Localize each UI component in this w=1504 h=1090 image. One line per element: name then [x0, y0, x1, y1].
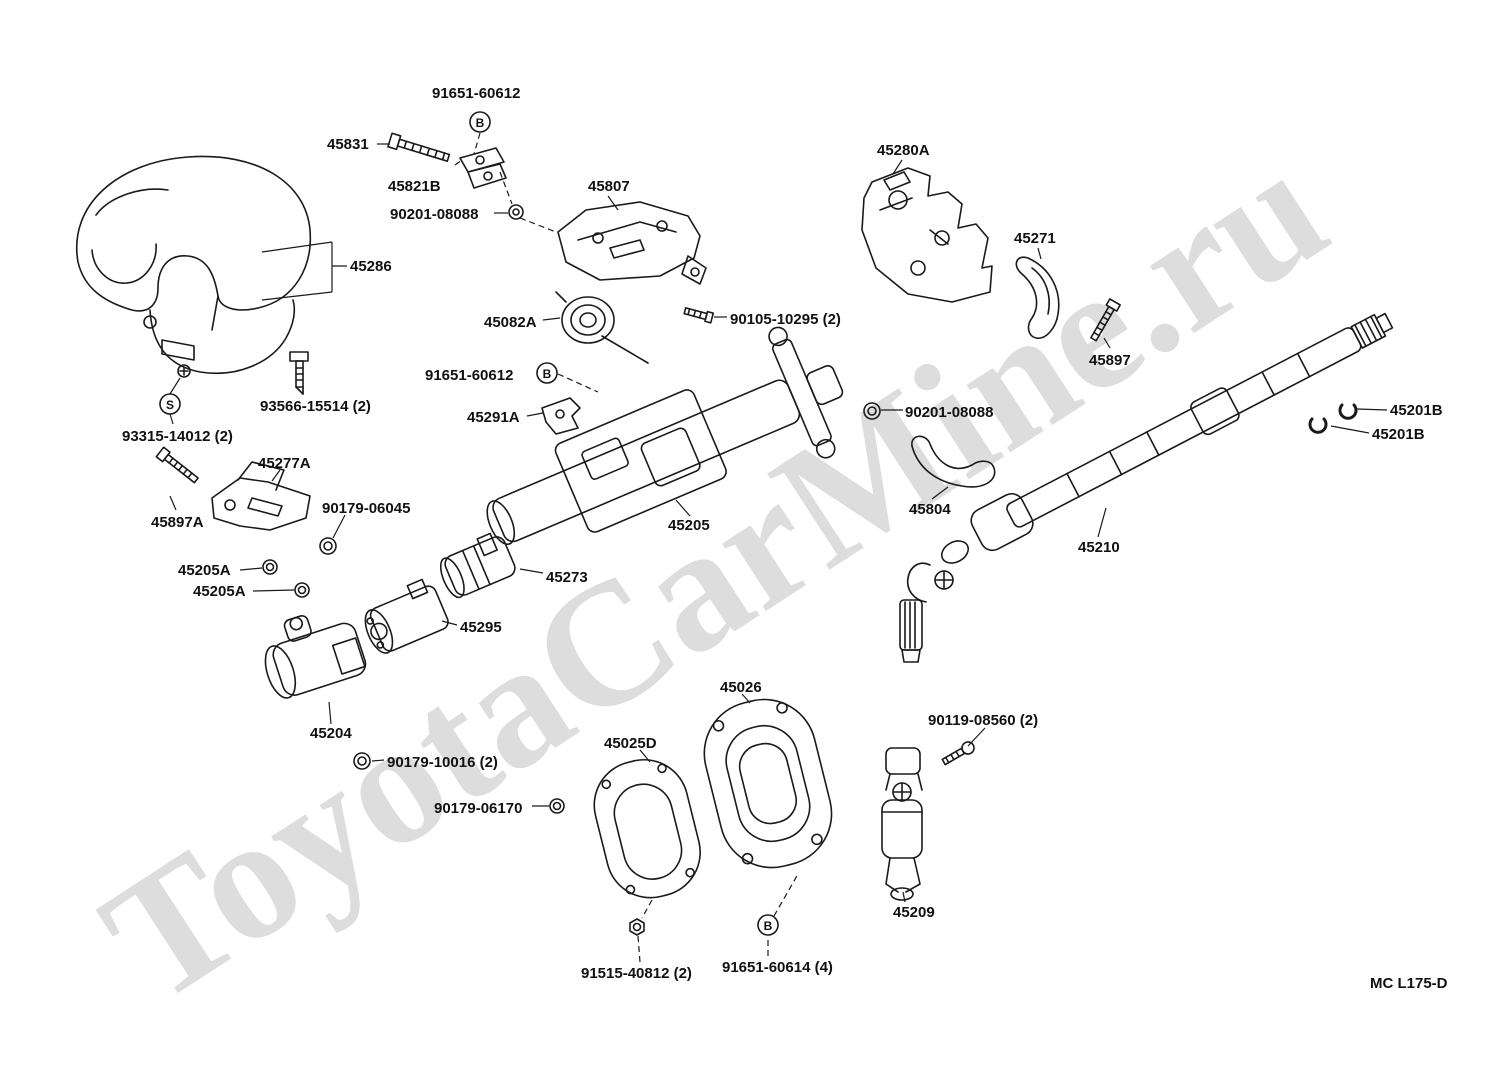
watermark-text: ToyotaCarMine.ru	[71, 110, 1358, 1040]
part-45204-cylinder-drawing	[264, 615, 367, 699]
label-91651-60612-top: 91651-60612	[432, 85, 520, 102]
label-45286: 45286	[350, 258, 392, 275]
label-45897a: 45897A	[151, 514, 204, 531]
callout-b-top-letter: B	[476, 116, 485, 130]
part-45025d-plate-drawing	[593, 758, 701, 899]
leader-lines	[169, 143, 1388, 903]
part-45286-column-cover-drawing	[75, 155, 312, 374]
callout-s: S	[159, 393, 181, 415]
part-45205-column-assembly-drawing	[486, 326, 844, 545]
part-45082a-spring-drawing	[555, 291, 649, 364]
label-45082a: 45082A	[484, 314, 537, 331]
part-45271-lever-drawing	[1015, 256, 1060, 339]
part-45807-bracket-drawing	[557, 201, 707, 285]
label-45280a: 45280A	[877, 142, 930, 159]
callout-b-bottom-letter: B	[764, 919, 773, 933]
label-45205: 45205	[668, 517, 710, 534]
part-90179-06170-nut-drawing	[549, 798, 565, 814]
label-90179-10016: 90179-10016 (2)	[387, 754, 498, 771]
part-upper-ujoint-drawing	[899, 540, 970, 663]
callout-b-bottom: B	[757, 914, 779, 936]
label-45821b: 45821B	[388, 178, 441, 195]
part-45295-sleeve-drawing	[364, 578, 449, 654]
label-45201b-top: 45201B	[1390, 402, 1443, 419]
part-90201-08088-washer-left-drawing	[508, 204, 524, 220]
part-91515-40812-nut-drawing	[629, 918, 645, 936]
label-91651-60614: 91651-60614 (4)	[722, 959, 833, 976]
label-45025d: 45025D	[604, 735, 657, 752]
label-90119-08560: 90119-08560 (2)	[928, 712, 1038, 729]
part-45897-screw-drawing	[1090, 298, 1121, 342]
part-93566-15514-bolt-drawing	[289, 351, 309, 395]
part-90179-10016-nut-drawing	[353, 752, 371, 770]
part-90119-08560-bolt-drawing	[941, 741, 975, 766]
part-90201-08088-washer-right-drawing	[863, 402, 881, 420]
label-45205a-bottom: 45205A	[193, 583, 246, 600]
label-45291a: 45291A	[467, 409, 520, 426]
dashed-assembly-lines	[454, 132, 799, 963]
label-45831: 45831	[327, 136, 369, 153]
label-45807: 45807	[588, 178, 630, 195]
label-90201-08088-left: 90201-08088	[390, 206, 478, 223]
part-45205a-bushing-a-drawing	[262, 559, 278, 575]
part-45291a-clip-drawing	[541, 397, 581, 435]
part-labels: 91651-60612 45831 45821B 90201-08088 458…	[122, 85, 1443, 982]
part-90179-06045-nut-drawing	[319, 537, 337, 555]
label-90179-06170: 90179-06170	[434, 800, 522, 817]
label-45295: 45295	[460, 619, 502, 636]
part-45209-ujoint-drawing	[881, 747, 923, 901]
label-45209: 45209	[893, 904, 935, 921]
label-93315-14012: 93315-14012 (2)	[122, 428, 233, 445]
part-45201b-snap-rings-drawing	[1308, 403, 1358, 434]
label-90105-10295: 90105-10295 (2)	[730, 311, 841, 328]
part-90105-10295-bolt-drawing	[683, 307, 715, 324]
part-45831-bolt-drawing	[387, 132, 451, 162]
part-45273-bushing-drawing	[439, 532, 516, 599]
label-90179-06045: 90179-06045	[322, 500, 410, 517]
part-45804-clamp-drawing	[911, 435, 996, 488]
part-93315-screw-drawing	[177, 364, 191, 378]
callout-s-letter: S	[166, 398, 174, 412]
label-45204: 45204	[310, 725, 352, 742]
label-90201-08088-right: 90201-08088	[905, 404, 993, 421]
callout-b-mid: B	[536, 362, 558, 384]
part-45280a-bracket-drawing	[861, 167, 993, 303]
label-45897: 45897	[1089, 352, 1131, 369]
label-45271: 45271	[1014, 230, 1056, 247]
part-45205a-bushing-b-drawing	[294, 582, 310, 598]
label-45277a: 45277A	[258, 455, 311, 472]
label-91515-40812: 91515-40812 (2)	[581, 965, 692, 982]
part-45277a-bracket-drawing	[211, 461, 311, 531]
label-45804: 45804	[909, 501, 951, 518]
label-45210: 45210	[1078, 539, 1120, 556]
part-45210-main-shaft-drawing	[970, 312, 1394, 552]
part-45026-plate-drawing	[703, 698, 833, 869]
drawing-code: MC L175-D	[1370, 975, 1448, 992]
part-45897a-bolt-drawing	[155, 446, 199, 484]
label-45205a-top: 45205A	[178, 562, 231, 579]
label-45201b-bottom: 45201B	[1372, 426, 1425, 443]
label-45026: 45026	[720, 679, 762, 696]
label-93566-15514: 93566-15514 (2)	[260, 398, 371, 415]
label-91651-60612-mid: 91651-60612	[425, 367, 513, 384]
callout-b-top: B	[469, 111, 491, 133]
part-45821b-clamp-drawing	[459, 147, 507, 189]
callout-b-mid-letter: B	[543, 367, 552, 381]
label-45273: 45273	[546, 569, 588, 586]
